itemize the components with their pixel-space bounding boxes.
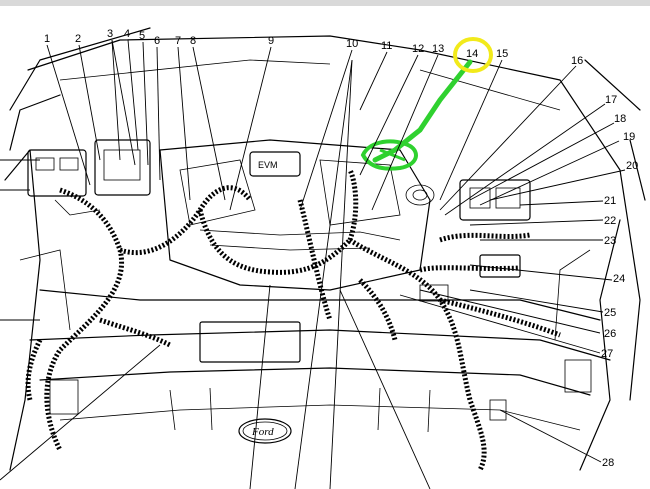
svg-text:EVM: EVM	[258, 160, 278, 170]
callout-9: 9	[268, 35, 274, 47]
callout-15: 15	[496, 48, 508, 60]
callout-labels: 1 2 3 4 5 6 7 8 9 10 11 12 13 14 15 16 1…	[44, 28, 638, 469]
callout-19: 19	[623, 131, 635, 143]
callout-11: 11	[381, 40, 392, 52]
callout-16: 16	[571, 55, 583, 67]
callout-23: 23	[604, 235, 616, 247]
callout-7: 7	[175, 35, 181, 47]
callout-21: 21	[604, 195, 616, 207]
callout-3: 3	[107, 28, 113, 40]
callout-2: 2	[75, 33, 81, 45]
highlighted-component	[360, 59, 473, 171]
callout-10: 10	[346, 38, 358, 50]
hood-outline	[9, 27, 646, 401]
callout-17: 17	[605, 94, 617, 106]
callout-25: 25	[604, 307, 616, 319]
callout-14: 14	[466, 48, 478, 60]
ford-oval-badge: Ford	[238, 418, 292, 444]
leader-lines	[0, 39, 626, 489]
callout-18: 18	[614, 113, 626, 125]
ford-badge-text: Ford	[251, 426, 274, 438]
callout-6: 6	[154, 35, 160, 47]
callout-27: 27	[601, 348, 613, 360]
callout-20: 20	[626, 160, 638, 172]
callout-8: 8	[190, 35, 196, 47]
callout-14-highlight-circle	[453, 37, 493, 73]
wiring-harness	[25, 168, 561, 472]
callout-24: 24	[613, 273, 625, 285]
callout-12: 12	[412, 43, 424, 55]
callout-22: 22	[604, 215, 616, 227]
window-top-strip	[0, 0, 650, 6]
callout-5: 5	[139, 30, 145, 42]
callout-13: 13	[432, 43, 444, 55]
callout-28: 28	[602, 457, 614, 469]
callout-4: 4	[124, 28, 130, 40]
callout-1: 1	[44, 33, 50, 45]
fender-walls	[4, 149, 621, 471]
radiator-support	[29, 289, 611, 433]
callout-26: 26	[604, 328, 616, 340]
